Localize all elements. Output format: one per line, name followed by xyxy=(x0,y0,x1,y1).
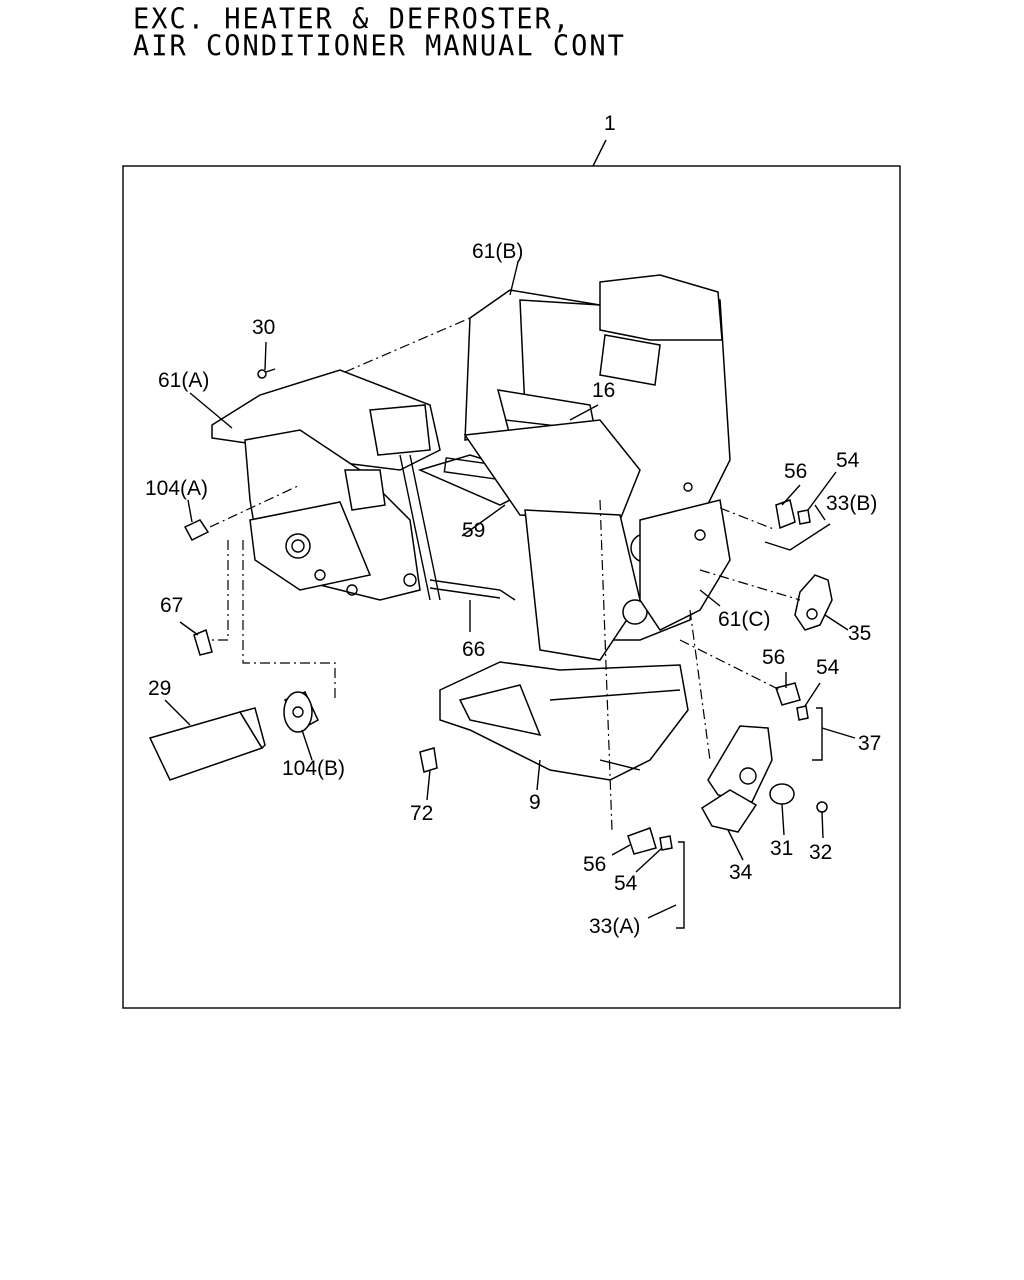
callout-61b: 61(B) xyxy=(472,240,523,263)
callout-104b: 104(B) xyxy=(282,757,345,780)
assembly-frame xyxy=(122,165,901,1009)
holder-56-middle xyxy=(775,682,801,706)
callout-54-upper: 54 xyxy=(836,449,860,472)
rod-part-33a xyxy=(676,841,685,929)
diagram-title-line-2: AIR CONDITIONER MANUAL CONT xyxy=(133,30,626,63)
clip-54-middle xyxy=(796,705,809,721)
holder-56-lower xyxy=(627,827,657,855)
callout-67: 67 xyxy=(160,594,183,617)
callout-56-upper: 56 xyxy=(784,460,807,483)
drain-pipe-part-66 xyxy=(429,579,516,601)
clip-54-upper xyxy=(797,509,811,525)
callout-1: 1 xyxy=(604,112,616,135)
callout-34: 34 xyxy=(729,861,753,884)
holder-56-upper xyxy=(775,499,796,530)
callout-56-middle: 56 xyxy=(762,646,785,669)
callout-61a: 61(A) xyxy=(158,369,209,392)
callout-54-middle: 54 xyxy=(816,656,840,679)
callout-16: 16 xyxy=(592,379,615,402)
callout-33a: 33(A) xyxy=(589,915,640,938)
main-heater-case xyxy=(417,274,731,781)
screw-part-32 xyxy=(816,801,828,813)
air-filter-part-29 xyxy=(148,707,266,781)
callout-9: 9 xyxy=(529,791,541,814)
callout-31: 31 xyxy=(770,837,793,860)
gear-plate-part-34 xyxy=(701,725,773,833)
nut-part-72 xyxy=(419,747,438,773)
clip-part-67 xyxy=(193,628,213,656)
callout-59: 59 xyxy=(462,519,485,542)
callout-32: 32 xyxy=(809,841,832,864)
assembly-dash-lines xyxy=(209,317,801,831)
callout-104a: 104(A) xyxy=(145,477,208,500)
resistor-part-104a xyxy=(183,519,210,541)
callout-33b: 33(B) xyxy=(826,492,877,515)
left-blower-housing xyxy=(211,369,441,601)
callout-29: 29 xyxy=(148,677,171,700)
clip-54-lower xyxy=(659,835,673,851)
rod-part-33b xyxy=(764,523,831,551)
callout-66: 66 xyxy=(462,638,485,661)
callout-35: 35 xyxy=(848,622,871,645)
callout-37: 37 xyxy=(858,732,881,755)
callout-56-lower: 56 xyxy=(583,853,606,876)
callout-54-lower: 54 xyxy=(614,872,638,895)
rod-part-37 xyxy=(812,707,823,761)
callout-30: 30 xyxy=(252,316,275,339)
leader-1 xyxy=(592,139,607,167)
leader-lines xyxy=(164,261,856,919)
blower-motor-part-104b xyxy=(283,691,319,733)
callout-61c: 61(C) xyxy=(718,608,771,631)
screw-part-30 xyxy=(257,368,276,379)
callout-72: 72 xyxy=(410,802,433,825)
cam-part-31 xyxy=(769,783,795,805)
diagram-title-line-1: EXC. HEATER & DEFROSTER, xyxy=(133,3,572,36)
lever-part-35 xyxy=(794,574,833,631)
